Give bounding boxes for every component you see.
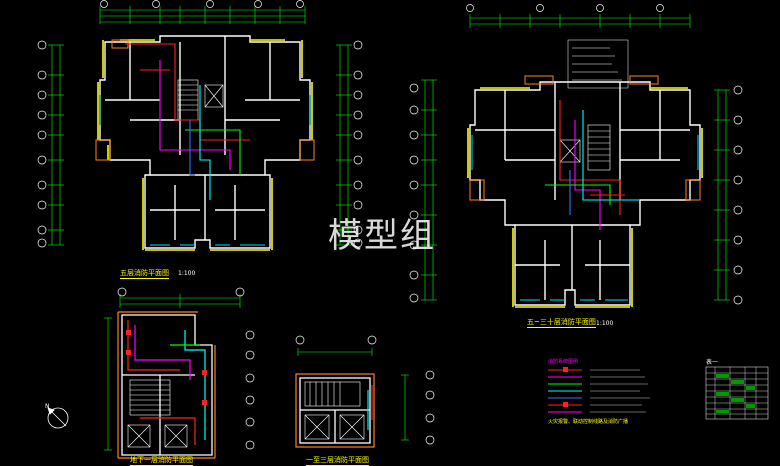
basement-stairs xyxy=(127,379,188,448)
left-axis-lines xyxy=(48,44,352,246)
right-plan-scale: 1:100 xyxy=(596,320,614,327)
legend-note: 火灾报警、联动控制线路及消防广播 xyxy=(548,419,629,425)
left-axis-bubbles xyxy=(37,0,363,248)
basement-fire-pipes xyxy=(127,320,206,445)
left-fire-pipes xyxy=(125,43,250,200)
right-fire-pipes xyxy=(545,100,640,230)
right-floor-plan xyxy=(409,4,743,308)
right-notes-box xyxy=(567,39,629,89)
low-floor-dimensions xyxy=(297,348,409,441)
basement-outline xyxy=(117,311,216,459)
right-window-outline xyxy=(467,87,703,308)
right-balconies xyxy=(469,75,701,201)
north-label: N xyxy=(45,403,50,410)
low-floor-plan-title: 一至三层消防平面图 xyxy=(306,456,369,466)
watermark-text: 模型组 xyxy=(328,216,436,256)
left-top-dimensions xyxy=(99,6,306,24)
left-floor-plan xyxy=(37,0,363,251)
north-arrow-icon xyxy=(47,407,69,429)
right-windows xyxy=(471,135,699,301)
basement-plan-title: 地下一层消防平面图 xyxy=(130,456,193,466)
low-floor-plan xyxy=(295,335,435,448)
left-stair-core xyxy=(177,79,224,121)
right-walls xyxy=(469,81,701,306)
left-plan-scale: 1:100 xyxy=(178,270,196,277)
basement-devices xyxy=(126,330,207,405)
low-floor-walls xyxy=(299,377,371,444)
table-heading: 表一 xyxy=(706,359,719,366)
left-windows xyxy=(99,95,311,246)
low-floor-stairs xyxy=(304,381,365,440)
low-floor-bubbles xyxy=(295,335,435,445)
right-axis-lines xyxy=(421,79,730,301)
legend-block xyxy=(548,367,650,413)
low-floor-outline xyxy=(295,373,375,448)
right-axis-bubbles xyxy=(409,4,743,305)
equipment-table xyxy=(705,366,769,420)
left-walls xyxy=(99,35,311,249)
basement-plan xyxy=(104,287,255,459)
left-plan-title: 五层消防平面图 xyxy=(120,269,169,279)
basement-dimensions xyxy=(104,294,241,451)
right-plan-title: 五~三十层消防平面图 xyxy=(527,318,596,328)
legend-heading: 消防系统图例 xyxy=(548,359,579,365)
right-top-dimensions xyxy=(469,14,691,28)
low-floor-fire-pipes xyxy=(367,385,373,430)
right-stair-core xyxy=(559,124,611,171)
basement-bubbles xyxy=(117,287,255,450)
